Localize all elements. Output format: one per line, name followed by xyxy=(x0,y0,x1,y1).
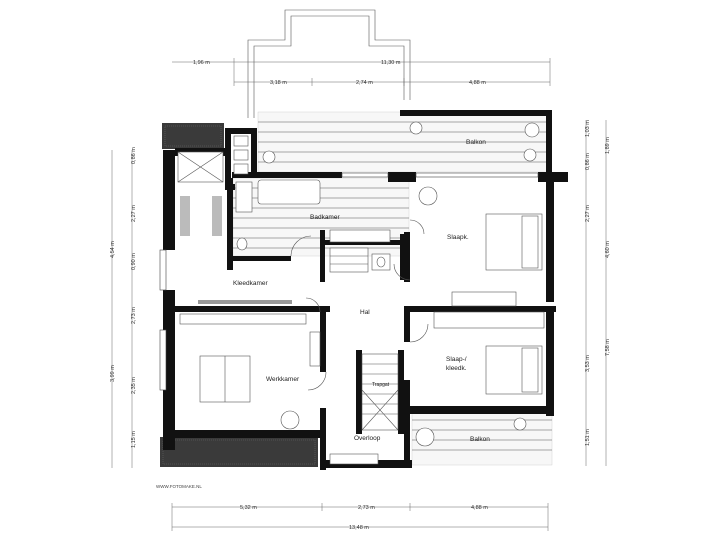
balcony-bottom-tiles xyxy=(411,409,553,466)
dim-bottom-5-32: 5,32 m xyxy=(240,505,257,511)
dim-left-2-73: 2,73 m xyxy=(131,307,137,324)
room-label-trapgat: Trapgat xyxy=(372,382,390,388)
roof-hatch-bottom xyxy=(160,437,318,467)
credit-text: WWW.FOTOMAKE.NL xyxy=(156,484,202,489)
room-label-kleedkamer: Kleedkamer xyxy=(233,280,269,287)
balcony-windows xyxy=(341,172,539,178)
room-label-balkon-top: Balkon xyxy=(466,139,486,146)
dim-right-7-58: 7,58 m xyxy=(605,339,611,356)
dim-bottom-13-48: 13,48 m xyxy=(349,525,369,531)
room-label-slaap-kleedk-2: kleedk. xyxy=(446,365,467,372)
walls xyxy=(163,110,568,470)
dim-top-4-88: 4,88 m xyxy=(469,80,486,86)
room-label-slaap-kleedk-1: Slaap-/ xyxy=(446,356,467,363)
dim-top-11-30: 11,30 m xyxy=(381,60,401,66)
left-windows xyxy=(159,249,167,391)
room-label-slaapk: Slaapk. xyxy=(447,234,469,241)
room-label-balkon-bottom: Balkon xyxy=(470,436,490,443)
dim-right-1-89: 1,89 m xyxy=(605,137,611,154)
stairs xyxy=(329,247,399,465)
dimensions-top: 1,96 m 11,30 m 3,18 m 2,74 m 4,88 m xyxy=(172,58,551,86)
door-swings xyxy=(290,219,429,391)
dim-right-1-03: 1,03 m xyxy=(585,120,591,137)
balcony-top-tiles xyxy=(257,111,551,173)
dim-left-0-86: 0,86 m xyxy=(131,147,137,164)
dim-left-0-90: 0,90 m xyxy=(131,253,137,270)
dim-left-1-15: 1,15 m xyxy=(131,431,137,448)
room-label-hal: Hal xyxy=(360,309,370,316)
room-label-badkamer: Badkamer xyxy=(310,214,340,221)
dimensions-left: 0,86 m 4,54 m 3,99 m 2,27 m 0,90 m 2,73 … xyxy=(110,147,137,468)
dim-right-1-51: 1,51 m xyxy=(585,429,591,446)
room-label-overloop: Overloop xyxy=(354,435,381,442)
dim-bottom-4-88: 4,88 m xyxy=(471,505,488,511)
dim-top-1-96: 1,96 m xyxy=(193,60,210,66)
dim-top-2-74: 2,74 m xyxy=(356,80,373,86)
dim-right-4-60: 4,60 m xyxy=(605,241,611,258)
dim-left-2-35: 2,35 m xyxy=(131,377,137,394)
dim-right-0-86: 0,86 m xyxy=(585,153,591,170)
top-outline xyxy=(247,9,411,118)
dim-right-2-27: 2,27 m xyxy=(585,205,591,222)
dim-right-3-53: 3,53 m xyxy=(585,355,591,372)
roof-hatch-top xyxy=(162,123,224,149)
dimensions-right: 1,03 m 0,86 m 2,27 m 3,53 m 1,51 m 1,89 … xyxy=(585,120,611,466)
room-labels: Badkamer Slaapk. Kleedkamer Hal Slaap-/ … xyxy=(233,139,490,443)
dimensions-bottom: 5,32 m 2,73 m 4,88 m 13,48 m xyxy=(171,503,549,531)
dim-left-3-99: 3,99 m xyxy=(110,365,116,382)
dim-left-2-27: 2,27 m xyxy=(131,205,137,222)
dim-left-4-54: 4,54 m xyxy=(110,241,116,258)
dim-bottom-2-73: 2,73 m xyxy=(358,505,375,511)
room-label-werkkamer: Werkkamer xyxy=(266,376,300,383)
dim-top-3-18: 3,18 m xyxy=(270,80,287,86)
furniture xyxy=(177,121,545,447)
